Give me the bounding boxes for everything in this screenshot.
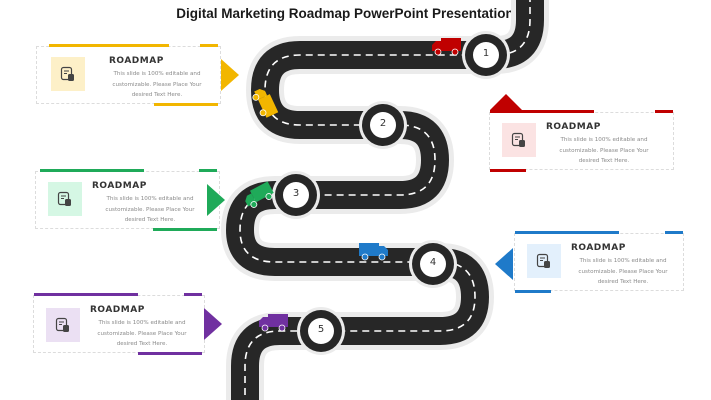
pointer-arrow-up xyxy=(490,94,522,110)
pointer-arrow-left xyxy=(495,248,513,280)
desc-line: customizable. Please Place Your xyxy=(578,268,668,275)
stop-4 xyxy=(409,240,457,288)
truck-icon xyxy=(259,314,288,332)
desc-line: customizable. Please Place Your xyxy=(112,81,202,88)
desc-line: customizable. Please Place Your xyxy=(97,330,187,337)
card-heading: ROADMAP xyxy=(92,181,147,191)
accent-bar xyxy=(40,169,144,172)
desc-line: This slide is 100% editable and xyxy=(560,137,648,143)
accent-bar xyxy=(655,110,673,113)
document-database-icon xyxy=(527,244,561,278)
desc-line: This slide is 100% editable and xyxy=(579,258,667,264)
card-heading: ROADMAP xyxy=(571,243,626,253)
card-description: This slide is 100% editable and customiz… xyxy=(84,318,200,350)
accent-bar xyxy=(154,103,218,106)
desc-line: customizable. Please Place Your xyxy=(105,206,195,213)
truck-icon xyxy=(359,243,388,261)
roadmap-card-5: ROADMAP This slide is 100% editable and … xyxy=(33,293,205,355)
roadmap-card-2: ROADMAP This slide is 100% editable and … xyxy=(36,44,221,106)
accent-bar xyxy=(200,44,218,47)
accent-bar xyxy=(184,293,202,296)
desc-line: desired Text Here. xyxy=(578,158,630,164)
document-database-icon xyxy=(51,57,85,91)
document-database-icon xyxy=(46,308,80,342)
accent-bar xyxy=(515,231,619,234)
slide-title: Digital Marketing Roadmap PowerPoint Pre… xyxy=(176,6,514,21)
desc-line: desired Text Here. xyxy=(131,92,183,98)
truck-icon xyxy=(245,181,274,208)
accent-bar xyxy=(34,293,138,296)
stop-1 xyxy=(462,31,510,79)
card-heading: ROADMAP xyxy=(546,122,601,132)
card-heading: ROADMAP xyxy=(109,56,164,66)
roadmap-card-1: ROADMAP This slide is 100% editable and … xyxy=(489,110,674,172)
card-description: This slide is 100% editable and customiz… xyxy=(565,256,681,288)
stop-number-4: 4 xyxy=(429,257,437,268)
desc-line: desired Text Here. xyxy=(124,217,176,223)
accent-bar xyxy=(153,228,217,231)
desc-line: desired Text Here. xyxy=(116,341,168,347)
desc-line: desired Text Here. xyxy=(597,279,649,285)
stop-2 xyxy=(359,101,407,149)
card-description: This slide is 100% editable and customiz… xyxy=(99,69,215,101)
desc-line: This slide is 100% editable and xyxy=(106,196,194,202)
accent-bar xyxy=(665,231,683,234)
accent-bar xyxy=(49,44,169,47)
card-description: This slide is 100% editable and customiz… xyxy=(546,135,662,167)
stop-number-2: 2 xyxy=(379,118,387,129)
truck-icon xyxy=(252,88,279,118)
desc-line: This slide is 100% editable and xyxy=(113,71,201,77)
accent-bar xyxy=(490,110,594,113)
accent-bar xyxy=(138,352,202,355)
pointer-arrow-right xyxy=(204,308,222,340)
pointer-arrow-right xyxy=(207,184,225,216)
desc-line: customizable. Please Place Your xyxy=(559,147,649,154)
card-heading: ROADMAP xyxy=(90,305,145,315)
roadmap-card-4: ROADMAP This slide is 100% editable and … xyxy=(514,231,684,293)
document-database-icon xyxy=(502,123,536,157)
truck-icon xyxy=(432,38,461,56)
stop-number-1: 1 xyxy=(482,48,490,59)
accent-bar xyxy=(515,290,551,293)
document-database-icon xyxy=(48,182,82,216)
desc-line: This slide is 100% editable and xyxy=(98,320,186,326)
stop-number-5: 5 xyxy=(317,324,325,335)
stop-3 xyxy=(272,171,320,219)
accent-bar xyxy=(490,169,526,172)
roadmap-card-3: ROADMAP This slide is 100% editable and … xyxy=(35,169,220,231)
stop-5 xyxy=(297,307,345,355)
pointer-arrow-right xyxy=(221,59,239,91)
accent-bar xyxy=(199,169,217,172)
card-description: This slide is 100% editable and customiz… xyxy=(92,194,208,226)
stop-number-3: 3 xyxy=(292,188,300,199)
